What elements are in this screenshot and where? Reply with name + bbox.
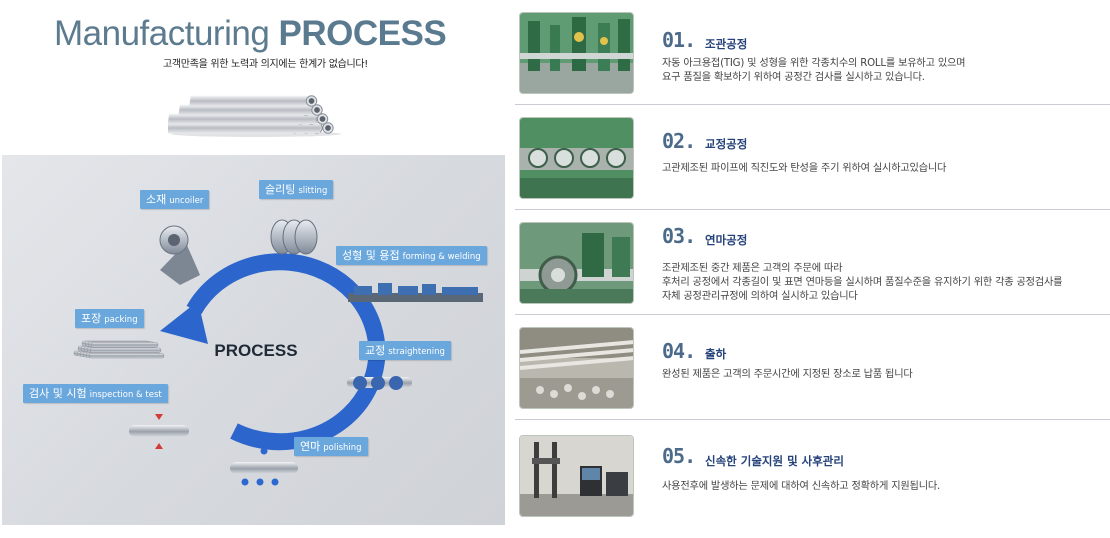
polishing-icon	[230, 447, 298, 486]
packing-icon	[73, 340, 165, 359]
step-photo-4	[519, 327, 634, 409]
step-photo-5	[519, 435, 634, 517]
step-title-2: 교정공정	[705, 137, 748, 151]
step-number-1: 01.	[662, 28, 696, 52]
step-title-1: 조관공정	[705, 37, 748, 51]
step-number-5: 05.	[662, 444, 696, 468]
inspection-icon	[129, 414, 189, 449]
step-title-4: 출하	[705, 347, 727, 361]
uncoiler-icon	[159, 225, 200, 285]
step-photo-1	[519, 12, 634, 94]
cycle-center-label: PROCESS	[214, 341, 298, 360]
straightener-icon	[347, 376, 412, 390]
page-title-bold: PROCESS	[278, 14, 447, 53]
forming-line-icon	[348, 283, 483, 302]
step-row-1: 01. 조관공정 자동 아크용접(TIG) 및 성형을 위한 각종치수의 ROL…	[515, 0, 1110, 105]
page-title: Manufacturing PROCESS	[54, 14, 454, 54]
step-number-3: 03.	[662, 224, 696, 248]
step-row-5: 05. 신속한 기술지원 및 사후관리 사용전후에 발생하는 문제에 대하여 신…	[515, 420, 1110, 525]
step-number-4: 04.	[662, 339, 696, 363]
page-subtitle: 고객만족을 위한 노력과 의지에는 한계가 없습니다!	[163, 59, 369, 70]
process-steps-list: 01. 조관공정 자동 아크용접(TIG) 및 성형을 위한 각종치수의 ROL…	[515, 0, 1110, 538]
step-desc-1: 자동 아크용접(TIG) 및 성형을 위한 각종치수의 ROLL를 보유하고 있…	[662, 58, 966, 83]
slitter-icon	[270, 219, 318, 255]
cycle-arrowhead	[160, 301, 208, 344]
step-desc-3: 조관제조된 중간 제품은 고객의 주문에 따라 후처리 공정에서 각종길이 및 …	[662, 263, 1063, 302]
pipe-bundle-icon	[168, 95, 341, 137]
process-overview-panel: Manufacturing PROCESS 고객만족을 위한 노력과 의지에는 …	[0, 0, 505, 538]
step-title-5: 신속한 기술지원 및 사후관리	[705, 454, 844, 468]
process-cycle-diagram	[73, 219, 483, 486]
step-row-2: 02. 교정공정 고관제조된 파이프에 직진도와 탄성을 주기 위하여 실시하고…	[515, 105, 1110, 210]
step-number-2: 02.	[662, 129, 696, 153]
step-photo-3	[519, 222, 634, 304]
step-photo-2	[519, 117, 634, 199]
step-row-3: 03. 연마공정 조관제조된 중간 제품은 고객의 주문에 따라 후처리 공정에…	[515, 210, 1110, 315]
step-desc-4: 완성된 제품은 고객의 주문시간에 지정된 장소로 납품 됩니다	[662, 369, 913, 380]
step-desc-5: 사용전후에 발생하는 문제에 대하여 신속하고 정확하게 지원됩니다.	[662, 481, 941, 492]
step-desc-2: 고관제조된 파이프에 직진도와 탄성을 주기 위하여 실시하고있습니다	[662, 163, 947, 174]
step-row-4: 04. 출하 완성된 제품은 고객의 주문시간에 지정된 장소로 납품 됩니다	[515, 315, 1110, 420]
step-title-3: 연마공정	[705, 233, 748, 247]
page-title-light: Manufacturing	[54, 14, 270, 53]
